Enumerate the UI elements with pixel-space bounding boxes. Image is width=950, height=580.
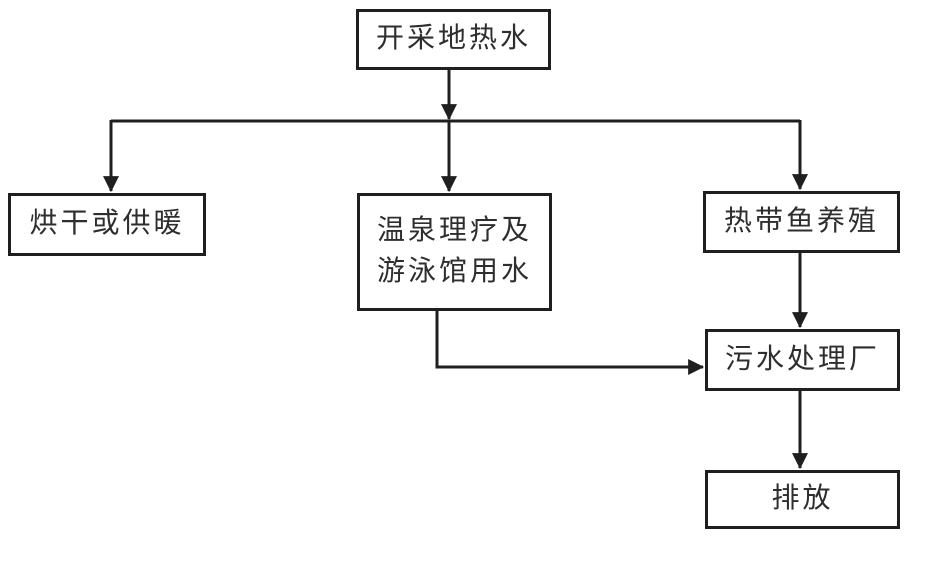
node-label-line-2: 游泳馆用水 [376, 256, 532, 287]
node-tropical-fish-farming: 热带鱼养殖 [703, 191, 900, 253]
node-label: 排放 [771, 483, 834, 515]
node-label-line-1: 温泉理疗及 [376, 215, 532, 247]
node-sewage-treatment-plant: 污水处理厂 [705, 329, 900, 391]
node-hot-spring-therapy-swimming-pool-water: 温泉理疗及 游泳馆用水 [357, 193, 552, 311]
node-extract-geothermal-water: 开采地热水 [356, 9, 551, 70]
node-label: 污水处理厂 [724, 343, 880, 375]
node-label: 烘干或供暖 [29, 208, 185, 240]
node-label: 热带鱼养殖 [723, 205, 879, 237]
edge-spa-to-sewage [435, 311, 705, 375]
node-drying-or-heating: 烘干或供暖 [8, 193, 206, 256]
node-discharge: 排放 [705, 470, 900, 529]
node-label: 开采地热水 [375, 23, 531, 55]
